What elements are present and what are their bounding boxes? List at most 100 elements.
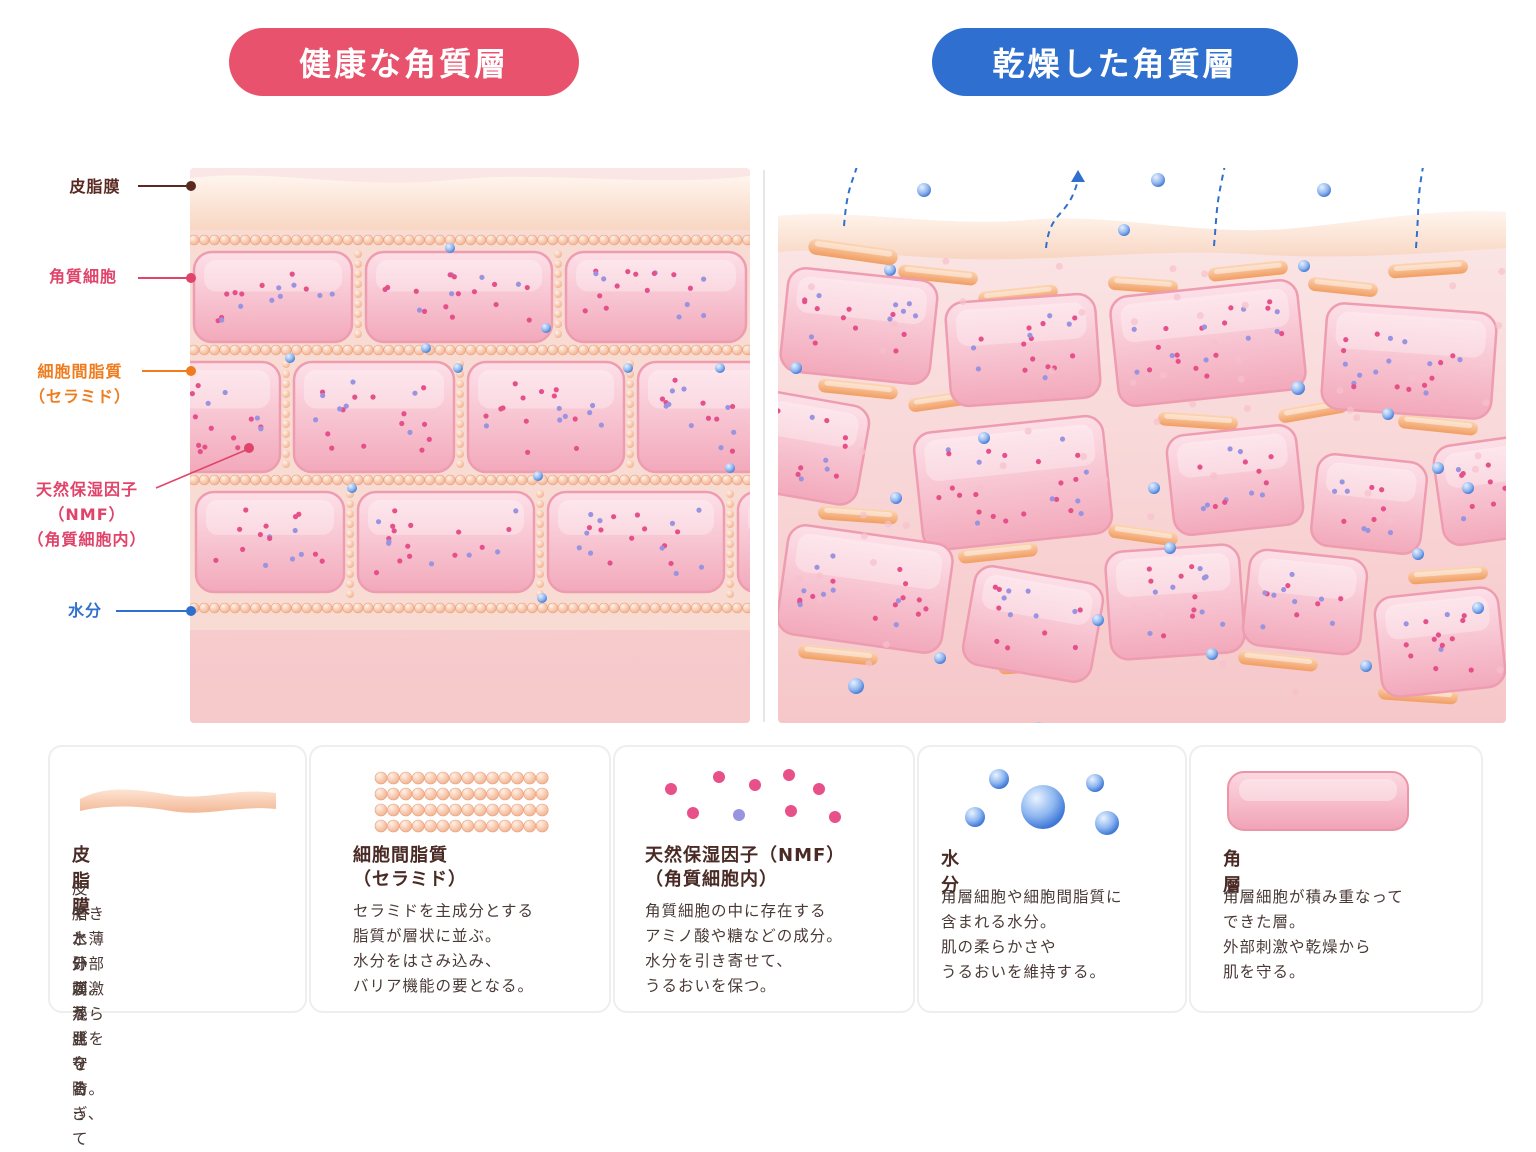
lipid-bead <box>456 345 466 355</box>
lipid-bead <box>425 804 437 816</box>
lipid-bead <box>640 475 650 485</box>
lipid-bead <box>1347 407 1354 414</box>
lipid-bead <box>548 475 558 485</box>
lipid-bead <box>712 345 722 355</box>
lipid-bead <box>400 788 412 800</box>
lipid-bead <box>1197 312 1204 319</box>
lipid-bead <box>626 420 634 428</box>
lipid-bead <box>486 475 496 485</box>
nmf-particle <box>513 508 518 513</box>
lipid-bead <box>511 804 523 816</box>
nmf-particle <box>361 444 366 449</box>
dry-title: 乾燥した角質層 <box>992 39 1237 85</box>
lipid-bead <box>1495 322 1502 329</box>
lipid-bead <box>681 345 691 355</box>
nmf-particle <box>422 309 427 314</box>
lipid-bead <box>425 772 437 784</box>
lipid-bead <box>507 603 517 613</box>
lipid-bead <box>437 804 449 816</box>
nmf-particle <box>520 395 525 400</box>
lipid-bead <box>959 298 966 305</box>
water-droplet <box>848 678 864 694</box>
lipid-bead <box>1336 387 1343 394</box>
label-text: 水分 <box>68 601 102 620</box>
nmf-particle <box>452 553 457 558</box>
nmf-particle <box>237 527 242 532</box>
lipid-bead <box>333 475 343 485</box>
water-droplet <box>421 343 431 353</box>
nmf-particle <box>615 283 620 288</box>
lipid-bead <box>271 235 281 245</box>
lipid-bead <box>282 440 290 448</box>
nmf-particle <box>344 403 349 408</box>
lipid-bead <box>691 475 701 485</box>
corneocyte-cell <box>1165 423 1305 536</box>
nmf-particle <box>584 530 589 535</box>
nmf-particle <box>635 512 640 517</box>
nmf-particle <box>392 528 397 533</box>
corneocyte-cell <box>779 266 939 385</box>
lipid-bead <box>536 530 544 538</box>
lipid-bead <box>527 603 537 613</box>
nmf-particle <box>456 529 461 534</box>
label-dot-corneocyte <box>186 273 196 283</box>
lipid-bead <box>456 440 464 448</box>
nmf-particle <box>412 391 417 396</box>
nmf-particle <box>599 422 604 427</box>
nmf-particle <box>325 431 330 436</box>
lipid-bead <box>346 500 354 508</box>
corneocyte-cell <box>1104 543 1245 660</box>
nmf-particle <box>604 306 609 311</box>
water-droplet <box>1092 614 1104 626</box>
legend-desc: うるおいを保つ。 <box>645 974 776 999</box>
legend-desc: 水分をはさみ込み、 <box>353 949 502 974</box>
nmf-particle <box>350 379 355 384</box>
nmf-particle <box>401 411 406 416</box>
nmf-particle <box>516 282 521 287</box>
lipid-bead <box>354 300 362 308</box>
lipid-bead <box>903 522 910 529</box>
lipid-bead <box>626 380 634 388</box>
lipid-bead <box>527 345 537 355</box>
label-corneocyte: 角質細胞 <box>28 264 138 289</box>
nmf-particle <box>689 423 694 428</box>
nmf-particle <box>293 528 298 533</box>
lipid-bead <box>554 280 562 288</box>
lipid-bead <box>1497 666 1504 673</box>
lipid-bead <box>374 603 384 613</box>
lipid-bead <box>722 603 732 613</box>
healthy-skin-diagram <box>190 168 750 723</box>
lipid-bead <box>466 235 476 245</box>
corneocyte-cell <box>1321 302 1498 420</box>
lipid-bead <box>743 475 751 485</box>
nmf-particle <box>629 536 634 541</box>
legend-card-nmf: 天然保湿因子（NMF） （角質細胞内） 角質細胞の中に存在する アミノ酸や糖など… <box>613 745 915 1013</box>
lipid-bead <box>474 772 486 784</box>
nmf-particle <box>320 559 325 564</box>
lipid-bead <box>384 345 394 355</box>
nmf-particle <box>813 783 825 795</box>
lipid-bead <box>374 235 384 245</box>
lipid-bead <box>282 430 290 438</box>
nmf-particle <box>421 385 426 390</box>
lipid-bead <box>210 345 220 355</box>
label-text: （角質細胞内） <box>12 527 162 552</box>
lipid-bead <box>220 345 230 355</box>
lipid-bead <box>1157 612 1164 619</box>
lipid-bead <box>412 804 424 816</box>
lipid-bead <box>524 772 536 784</box>
lipid-bead <box>456 410 464 418</box>
nmf-particle <box>676 314 681 319</box>
lipid-bead <box>271 603 281 613</box>
nmf-particle <box>376 519 381 524</box>
nmf-particle <box>386 539 391 544</box>
lipid-bead <box>435 235 445 245</box>
lipid-bead <box>346 510 354 518</box>
lipid-bead <box>732 345 742 355</box>
lipid-bead <box>363 235 373 245</box>
lipid-bead <box>536 550 544 558</box>
lipid-bead <box>620 345 630 355</box>
lipid-bead <box>476 603 486 613</box>
nmf-particle <box>625 269 630 274</box>
nmf-particle <box>539 389 544 394</box>
